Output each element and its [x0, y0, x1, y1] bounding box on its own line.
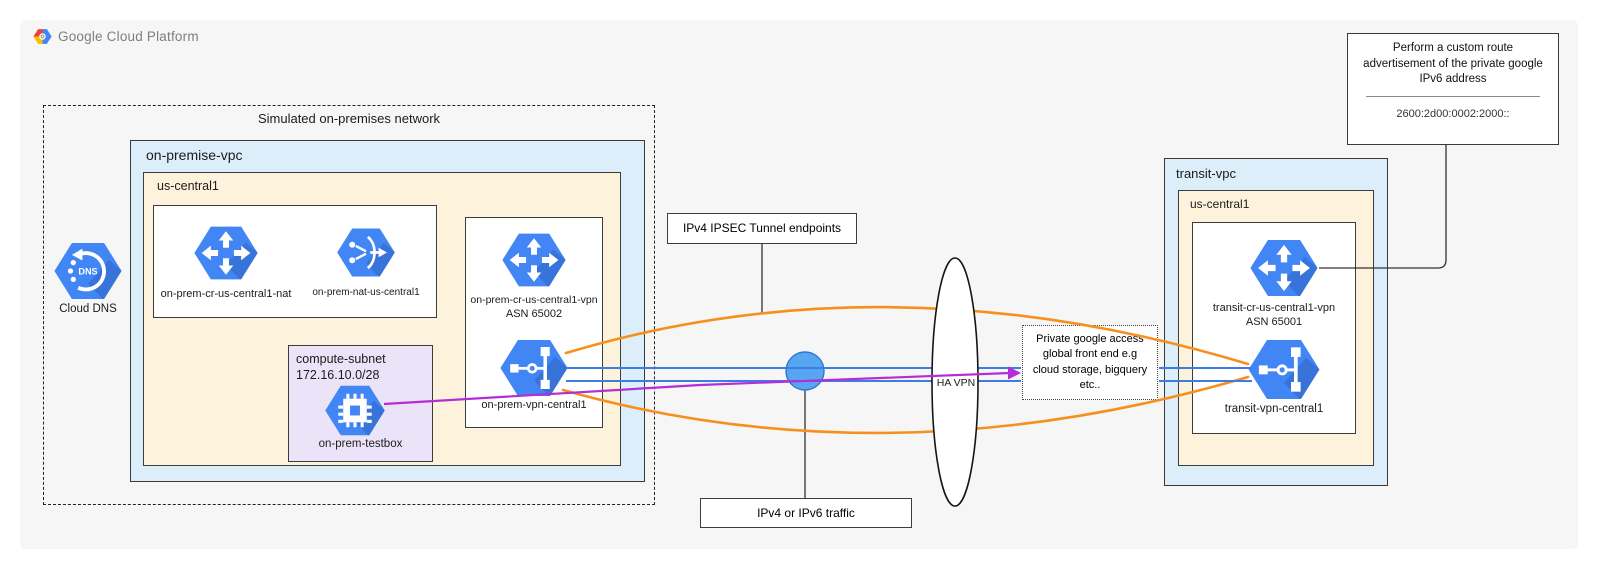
transit-vpn-caption: transit-vpn-central1 — [1224, 403, 1324, 415]
route-advertisement-callout: Perform a custom route advertisement of … — [1347, 33, 1559, 145]
compute-subnet-label: compute-subnet 172.16.10.0/28 — [296, 352, 386, 383]
transit-region-label: us-central1 — [1190, 197, 1250, 211]
simulated-onprem-container — [43, 105, 655, 505]
transit-router-caption: transit-cr-us-central1-vpn — [1212, 302, 1336, 314]
onprem-region-label: us-central1 — [157, 179, 219, 193]
cloud-router-nat-icon — [194, 226, 258, 280]
route-advertisement-text: Perform a custom route advertisement of … — [1363, 42, 1543, 86]
cloud-dns-caption: Cloud DNS — [59, 303, 117, 315]
gcp-logo: Google Cloud Platform — [33, 28, 199, 45]
private-google-access-box: Private google access global front end e… — [1022, 325, 1158, 400]
cloud-dns-glyph-text: DNS — [78, 267, 97, 277]
router-vpn-asn: ASN 65002 — [505, 308, 563, 320]
cloud-nat-icon — [337, 228, 395, 277]
transit-vpc-label: transit-vpc — [1176, 166, 1236, 181]
onprem-nat-group-box — [153, 205, 437, 318]
router-vpn-caption: on-prem-cr-us-central1-vpn — [470, 294, 598, 306]
vpn-gateway-caption: on-prem-vpn-central1 — [481, 399, 587, 411]
nat-caption: on-prem-nat-us-central1 — [312, 287, 420, 298]
traffic-label-box: IPv4 or IPv6 traffic — [700, 498, 912, 528]
transit-cloud-router-icon — [1250, 240, 1318, 296]
ipsec-endpoints-label-box: IPv4 IPSEC Tunnel endpoints — [667, 213, 857, 244]
transit-router-asn: ASN 65001 — [1245, 316, 1303, 328]
compute-engine-icon — [325, 385, 385, 436]
router-nat-caption: on-prem-cr-us-central1-nat — [160, 288, 292, 300]
callout-divider — [1366, 95, 1540, 97]
cloud-router-vpn-icon — [502, 233, 566, 287]
cloud-dns-icon: DNS — [54, 243, 122, 299]
onprem-vpc-label: on-premise-vpc — [146, 147, 243, 163]
transit-vpn-gateway-icon — [1248, 339, 1320, 400]
testbox-caption: on-prem-testbox — [318, 438, 403, 450]
gcp-logo-text: Google Cloud Platform — [58, 29, 199, 44]
ipv6-address: 2600:2d00:0002:2000:: — [1396, 107, 1510, 120]
gcp-logo-icon — [33, 29, 52, 44]
cloud-vpn-gateway-icon — [500, 340, 568, 396]
simulated-onprem-title: Simulated on-premises network — [257, 111, 441, 126]
